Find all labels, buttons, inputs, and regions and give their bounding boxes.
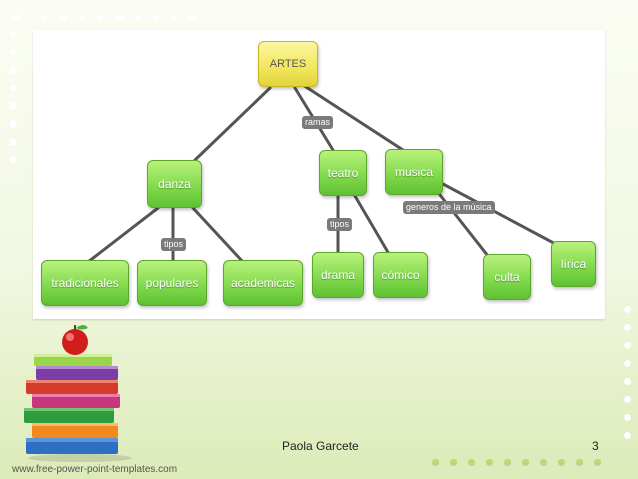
node-populares-label: populares xyxy=(145,276,199,290)
node-populares: populares xyxy=(137,260,207,306)
node-danza: danza xyxy=(147,160,202,208)
link-label-tipos-teatro: tipos xyxy=(327,218,353,231)
node-teatro-label: teatro xyxy=(327,166,359,180)
node-artes: ARTES xyxy=(258,41,318,87)
node-lirica: lírica xyxy=(551,241,596,287)
node-tradicionales: tradicionales xyxy=(41,260,129,306)
node-teatro: teatro xyxy=(319,150,367,196)
node-comico-label: cómico xyxy=(381,268,420,282)
node-drama-label: drama xyxy=(320,268,355,282)
link-label-generos: generos de la música xyxy=(403,201,495,214)
concept-map: ARTES danza teatro musica tradicionales … xyxy=(33,30,605,319)
node-comico: cómico xyxy=(373,252,428,298)
node-lirica-label: lírica xyxy=(560,257,587,271)
node-culta-label: culta xyxy=(494,270,520,284)
node-academicas-label: academicas xyxy=(230,276,296,290)
page-number: 3 xyxy=(592,439,599,453)
website-url: www.free-power-point-templates.com xyxy=(12,464,178,475)
node-musica-label: musica xyxy=(394,165,433,179)
author-name: Paola Garcete xyxy=(282,439,359,453)
books-apple-illustration xyxy=(24,325,132,462)
node-tradicionales-label: tradicionales xyxy=(51,276,119,290)
node-musica: musica xyxy=(385,149,443,195)
node-drama: drama xyxy=(312,252,364,298)
node-culta: culta xyxy=(483,254,531,300)
link-label-ramas: ramas xyxy=(302,116,334,129)
node-academicas: academicas xyxy=(223,260,303,306)
link-label-tipos-danza: tipos xyxy=(161,238,187,251)
node-danza-label: danza xyxy=(158,177,191,191)
node-artes-label: ARTES xyxy=(269,57,307,70)
